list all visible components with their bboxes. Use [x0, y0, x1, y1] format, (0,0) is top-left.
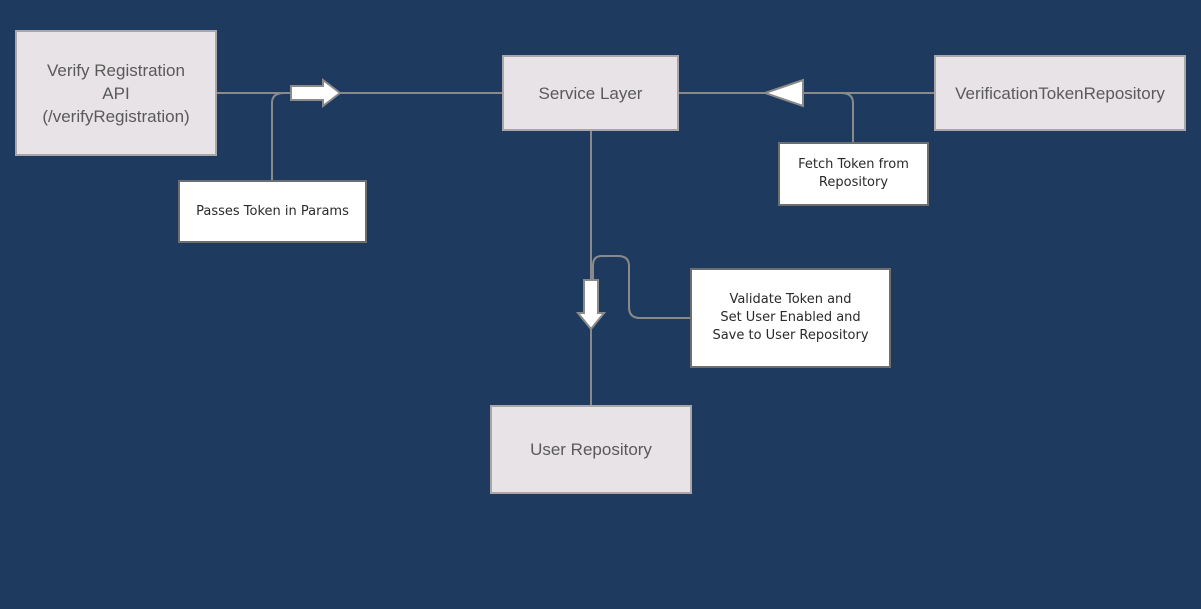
verification-token-repository-node: VerificationTokenRepository — [934, 55, 1186, 131]
leader-validate-token — [592, 255, 690, 319]
passes-token-annotation: Passes Token in Params — [178, 180, 367, 243]
arrow-left-icon — [761, 78, 804, 108]
fetch-token-annotation: Fetch Token from Repository — [778, 142, 929, 206]
leader-passes-token — [271, 92, 292, 180]
arrow-right-icon — [290, 77, 342, 109]
validate-token-annotation: Validate Token and Set User Enabled and … — [690, 268, 891, 368]
user-repository-node: User Repository — [490, 405, 692, 494]
arrow-down-icon — [575, 279, 607, 331]
verify-registration-api-node: Verify Registration API (/verifyRegistra… — [15, 30, 217, 156]
service-layer-node: Service Layer — [502, 55, 679, 131]
leader-fetch-token — [805, 92, 854, 142]
